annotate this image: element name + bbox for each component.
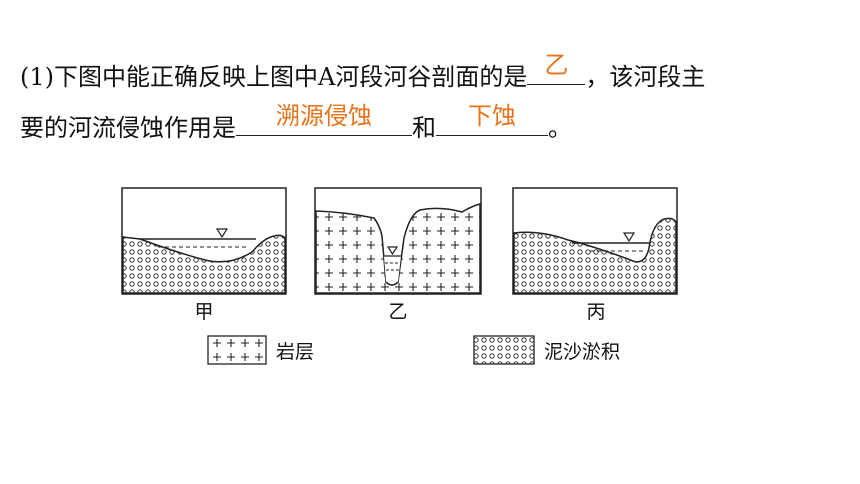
panel-bing: [512, 187, 678, 295]
legend: 岩层 泥沙淤积: [207, 335, 620, 365]
legend-rock-swatch: [207, 335, 267, 365]
answer-2: 溯源侵蚀: [276, 102, 372, 130]
panel-yi: [314, 187, 482, 295]
legend-rock-label: 岩层: [276, 341, 314, 363]
question-line-1: (1)下图中能正确反映上图中A河段河谷剖面的是乙 ，该河段主: [20, 51, 706, 92]
panel-label-yi: 乙: [388, 301, 407, 323]
legend-sediment-label: 泥沙淤积: [544, 341, 620, 363]
panel-jia: [121, 187, 287, 295]
panel-label-bing: 丙: [586, 301, 605, 323]
question-text-2-end: 。: [548, 114, 572, 142]
question-text-2-mid: 和: [412, 114, 436, 142]
question-text-2: 要的河流侵蚀作用是: [20, 114, 236, 142]
answer-blank-3[interactable]: 下蚀: [436, 102, 548, 136]
panel-label-jia: 甲: [194, 301, 213, 323]
legend-sediment-swatch: [473, 335, 535, 365]
answer-3: 下蚀: [468, 102, 516, 130]
question-line-2: 要的河流侵蚀作用是 溯源侵蚀 和 下蚀 。: [20, 102, 572, 143]
answer-blank-1[interactable]: 乙: [527, 51, 586, 85]
answer-blank-2[interactable]: 溯源侵蚀: [236, 102, 412, 136]
question-text-1: (1)下图中能正确反映上图中A河段河谷剖面的是: [20, 63, 528, 91]
answer-1: 乙: [544, 51, 569, 79]
question-text-1-tail: ，该河段主: [585, 63, 706, 91]
